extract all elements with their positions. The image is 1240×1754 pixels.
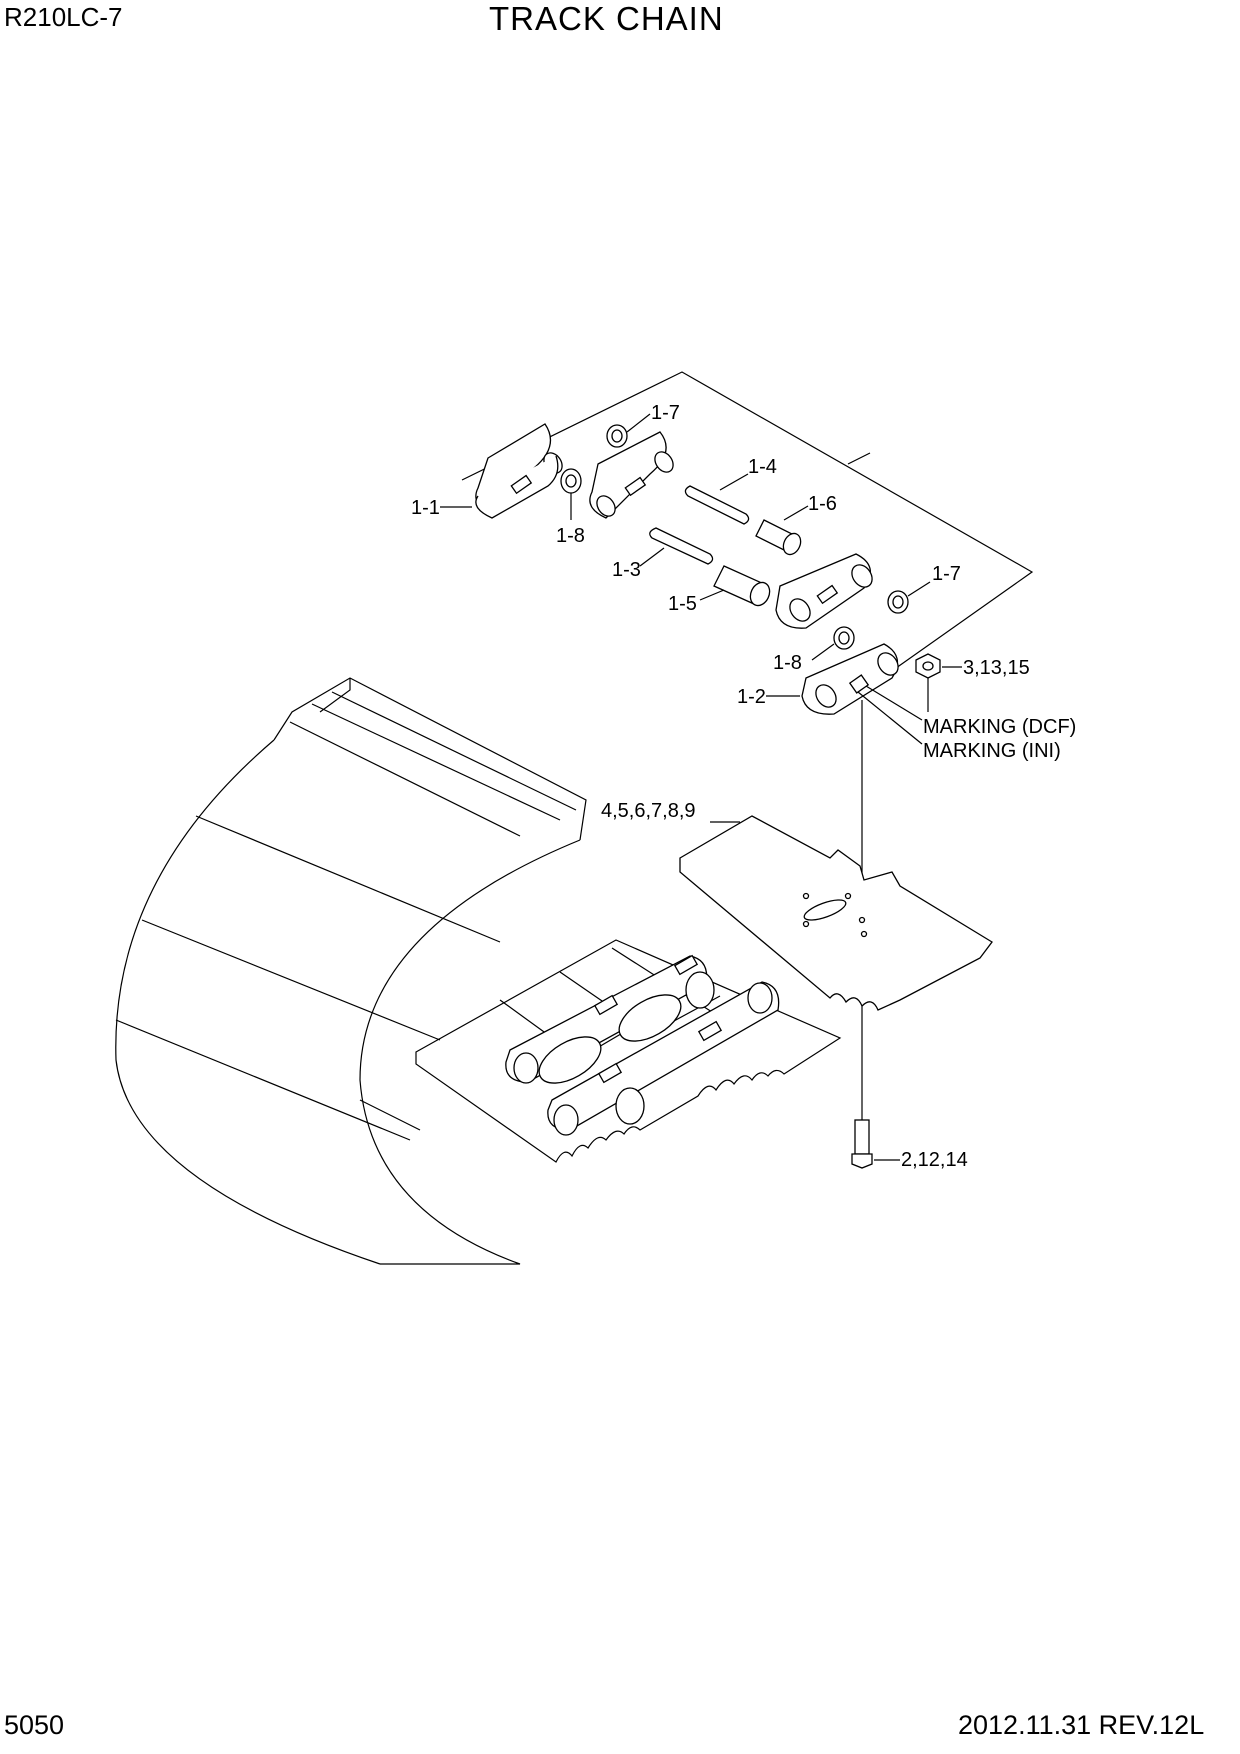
part-washer-1-7-lower (887, 590, 909, 614)
part-bolt (851, 1119, 873, 1169)
label-track-shoe: 4,5,6,7,8,9 (601, 800, 696, 822)
label-marking-ini: MARKING (INI) (923, 740, 1061, 762)
label-bolt: 2,12,14 (901, 1149, 968, 1171)
part-nut (915, 653, 941, 679)
part-pin-1-3 (649, 527, 714, 565)
part-link-1-1 (475, 423, 563, 519)
label-1-2: 1-2 (737, 686, 766, 708)
part-track-shoe (679, 815, 993, 1011)
part-bushing-1-6 (755, 519, 802, 556)
label-1-7-lower: 1-7 (932, 563, 961, 585)
page-title: TRACK CHAIN (489, 0, 724, 37)
label-nut: 3,13,15 (963, 657, 1030, 679)
label-marking-dcf: MARKING (DCF) (923, 716, 1076, 738)
assembly-bracket (461, 371, 1034, 691)
part-link-upper-middle (589, 431, 674, 519)
page-number: 5050 (4, 1710, 65, 1740)
label-1-4: 1-4 (748, 456, 777, 478)
label-1-6: 1-6 (808, 493, 837, 515)
label-1-5: 1-5 (668, 593, 697, 615)
part-link-right-middle (775, 553, 873, 629)
part-washer-1-7-upper (606, 424, 628, 448)
part-bushing-1-5 (713, 565, 771, 607)
track-assembly-illustration (115, 677, 842, 1265)
part-link-1-2 (801, 643, 899, 715)
label-1-1: 1-1 (411, 497, 440, 519)
part-seal-1-8-lower (833, 626, 855, 650)
label-1-7-upper: 1-7 (651, 402, 680, 424)
label-1-8-lower: 1-8 (773, 652, 802, 674)
label-1-3: 1-3 (612, 559, 641, 581)
model-number: R210LC-7 (4, 2, 123, 32)
revision-date: 2012.11.31 REV.12L (958, 1710, 1205, 1740)
part-pin-1-4 (684, 485, 750, 525)
label-1-8-upper: 1-8 (556, 525, 585, 547)
part-seal-1-8-upper (560, 468, 582, 494)
